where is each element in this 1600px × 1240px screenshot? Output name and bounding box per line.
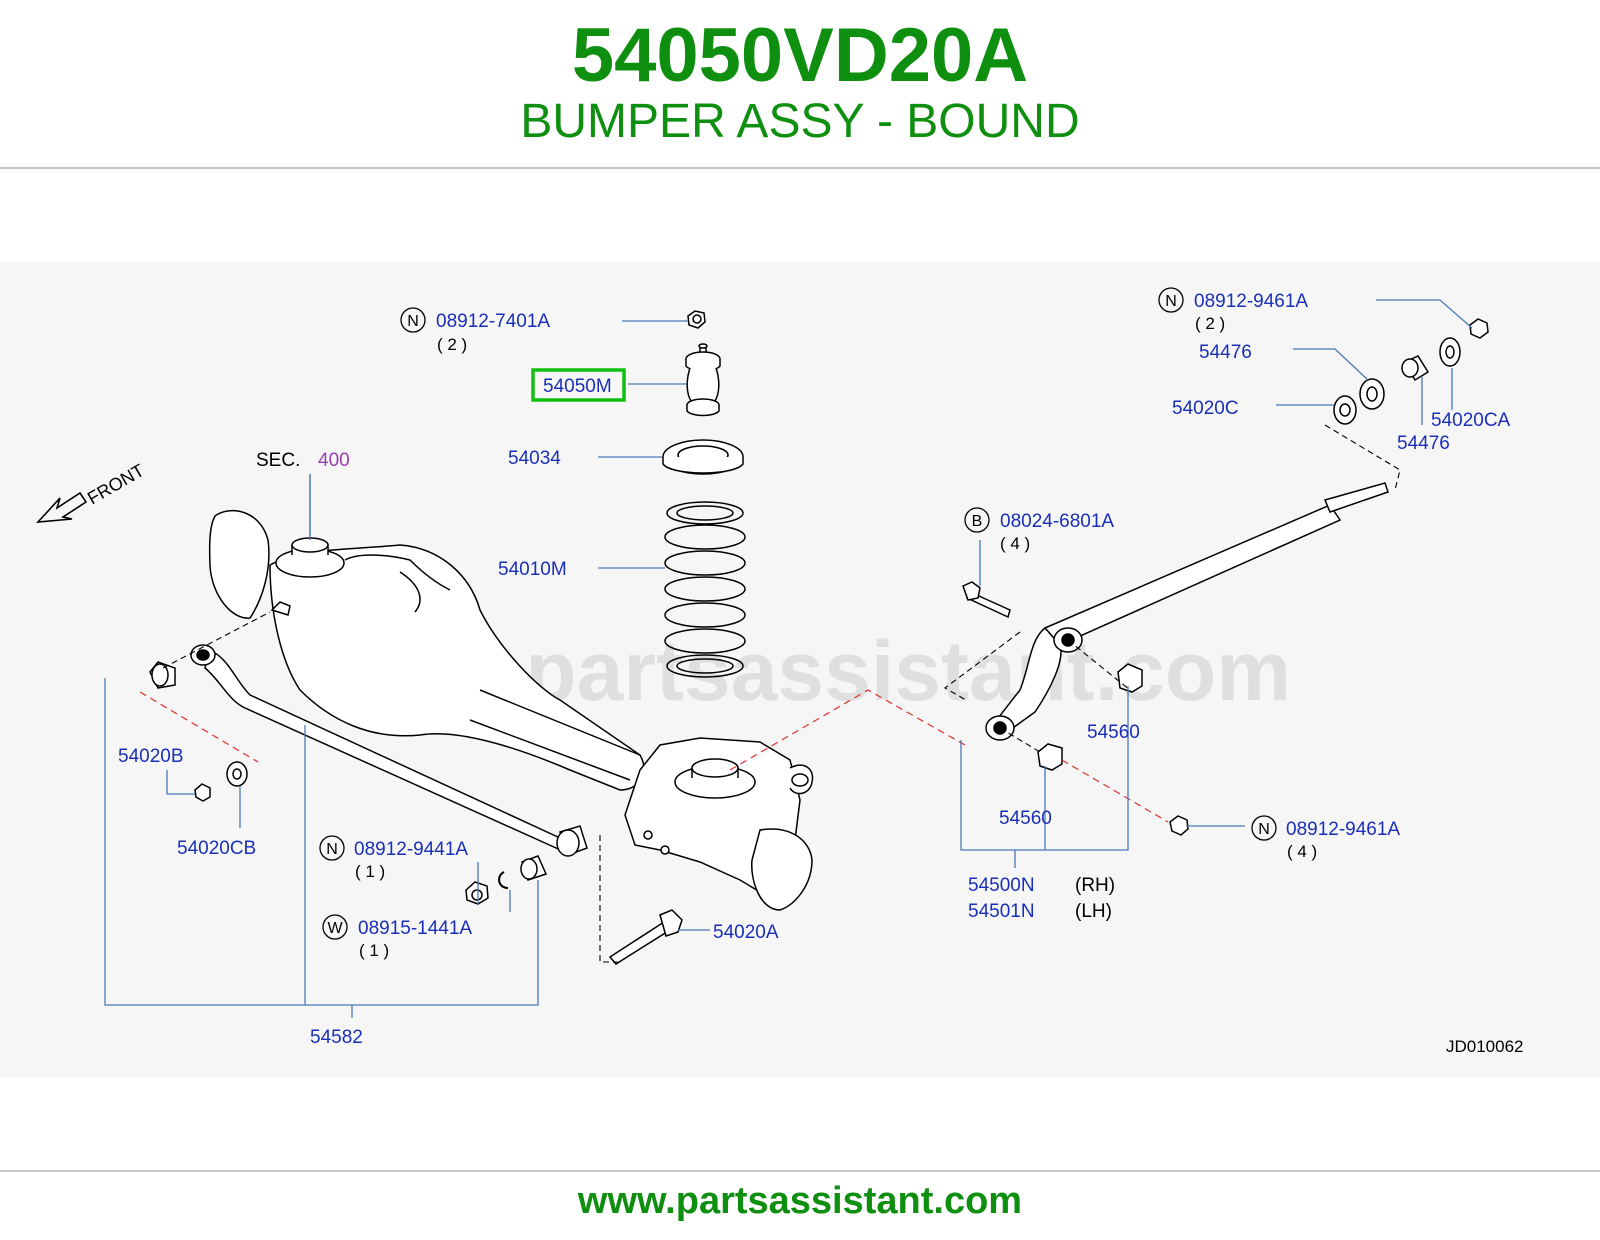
dashed-guides [162, 424, 1401, 963]
suspension-diagram-svg: www.partsassistant.com FRONT SEC. 400 [36, 287, 1524, 1056]
callout-08915-1441A[interactable]: 08915-1441A [358, 918, 472, 939]
callout-54500N[interactable]: 54500N [968, 875, 1035, 896]
callout-54476-b[interactable]: 54476 [1397, 433, 1450, 454]
highlight-box [531, 368, 626, 402]
qty-08912-9441A: ( 1 ) [355, 862, 385, 881]
marker-n-9461-top: N [1165, 293, 1177, 310]
callout-54010M[interactable]: 54010M [498, 559, 567, 580]
callout-08912-9441A[interactable]: 08912-9441A [354, 839, 468, 860]
qty-08912-7401A: ( 2 ) [437, 335, 467, 354]
callout-08024-6801A[interactable]: 08024-6801A [1000, 511, 1114, 532]
marker-w-1441: W [327, 920, 343, 937]
callout-54582[interactable]: 54582 [310, 1027, 363, 1048]
qty-08024-6801A: ( 4 ) [1000, 534, 1030, 553]
sec-label: SEC. [256, 450, 300, 471]
callout-54020A[interactable]: 54020A [713, 922, 779, 943]
front-arrow: FRONT [36, 460, 148, 523]
part-name-subtitle: BUMPER ASSY - BOUND [520, 95, 1080, 148]
callout-08912-9461A-top[interactable]: 08912-9461A [1194, 291, 1308, 312]
part-number-title: 54050VD20A [571, 13, 1029, 98]
callout-54020C[interactable]: 54020C [1172, 398, 1239, 419]
axle-housing-drawing [208, 509, 814, 911]
callout-54476-a[interactable]: 54476 [1199, 342, 1252, 363]
callout-54020CB[interactable]: 54020CB [177, 838, 256, 859]
callout-54020CA[interactable]: 54020CA [1431, 410, 1511, 431]
callout-54560-a[interactable]: 54560 [1087, 722, 1140, 743]
callout-54560-b[interactable]: 54560 [999, 808, 1052, 829]
callout-54034[interactable]: 54034 [508, 448, 561, 469]
qty-08915-1441A: ( 1 ) [359, 941, 389, 960]
side-rh: (RH) [1075, 875, 1115, 896]
exploded-diagram: www.partsassistant.com FRONT SEC. 400 [0, 262, 1600, 1077]
marker-n-7401: N [407, 313, 419, 330]
callout-54020B[interactable]: 54020B [118, 746, 184, 767]
front-label: FRONT [84, 460, 148, 508]
alignment-guides [139, 689, 1169, 823]
callout-08912-9461A-right[interactable]: 08912-9461A [1286, 819, 1400, 840]
diagram-id: JD010062 [1446, 1037, 1524, 1056]
qty-08912-9461A-right: ( 4 ) [1287, 842, 1317, 861]
lateral-rod-drawing [962, 318, 1489, 836]
side-lh: (LH) [1075, 901, 1112, 922]
marker-n-9441: N [326, 841, 338, 858]
sec-number[interactable]: 400 [318, 450, 350, 471]
stabilizer-bar-drawing [149, 601, 683, 965]
marker-n-9461-right: N [1258, 821, 1270, 838]
callout-54050M[interactable]: 54050M [543, 376, 612, 397]
footer-site-link[interactable]: www.partsassistant.com [577, 1180, 1023, 1222]
callout-54501N[interactable]: 54501N [968, 901, 1035, 922]
spring-stack-drawing [662, 310, 746, 678]
footer-divider [0, 1170, 1600, 1172]
qty-08912-9461A-top: ( 2 ) [1195, 314, 1225, 333]
header-divider [0, 167, 1600, 169]
marker-b-6801: B [972, 513, 983, 530]
leader-lines [104, 299, 1473, 1018]
callout-08912-7401A[interactable]: 08912-7401A [436, 311, 550, 332]
